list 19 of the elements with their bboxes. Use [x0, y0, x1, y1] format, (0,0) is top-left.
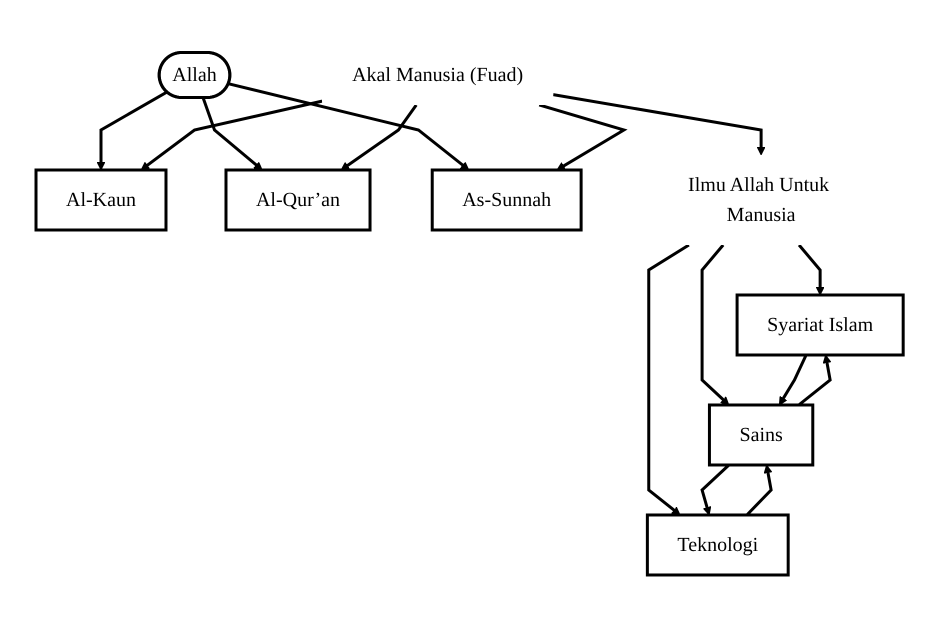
node-box: Syariat Islam [736, 293, 905, 356]
arrow [778, 354, 808, 405]
node-box: Al-Qur’an [224, 168, 372, 231]
arrow [228, 82, 470, 170]
node-box: As-Sunnah [430, 168, 583, 231]
arrow [202, 97, 263, 170]
node-box: Al-Kaun [34, 168, 168, 231]
arrow [700, 244, 730, 405]
arrow [140, 99, 322, 170]
node-box: Sains [708, 403, 814, 466]
arrow [647, 243, 690, 515]
arrow [552, 92, 766, 155]
arrow [340, 104, 418, 170]
node-text: Ilmu Allah Untuk Manusia [688, 173, 830, 226]
arrow [798, 244, 824, 295]
arrow [96, 90, 168, 170]
node-box: Teknologi [646, 512, 790, 576]
node-text: Akal Manusia (Fuad) [352, 64, 524, 86]
arrow [538, 103, 628, 170]
